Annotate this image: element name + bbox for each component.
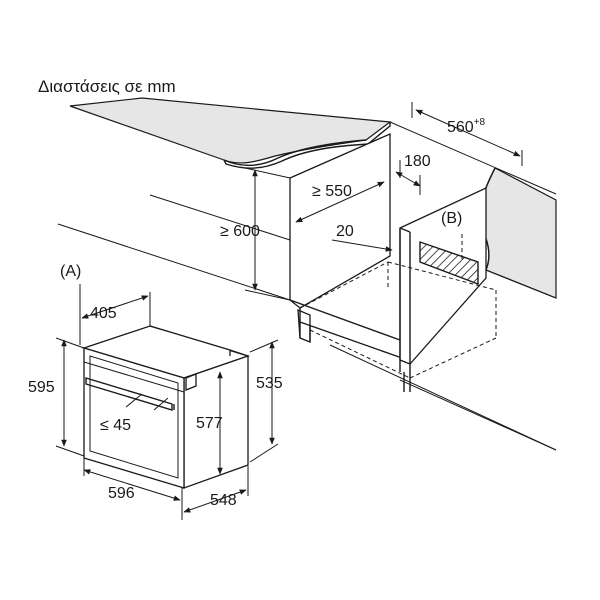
niche-cabinet: [289, 133, 403, 359]
label-b: (B): [441, 210, 462, 227]
niche-bottom-dashed: [299, 261, 497, 379]
dim-front-width: 596: [108, 485, 135, 502]
dim-side-gap: 20: [336, 223, 354, 240]
dim-niche-width: 560+8: [447, 117, 486, 136]
dim-side-height: 535: [256, 375, 283, 392]
diagram-title: Διαστάσεις σε mm: [38, 77, 176, 96]
dim-body-depth: 548: [210, 492, 237, 509]
dim-back-gap: 180: [404, 153, 431, 170]
oven: [81, 325, 251, 489]
dim-front-height: 595: [28, 379, 55, 396]
dim-niche-width-tolerance: +8: [474, 117, 486, 128]
dim-niche-depth: ≥ 550: [312, 183, 352, 200]
room-lines: [57, 194, 557, 451]
dim-niche-height: ≥ 600: [220, 223, 260, 240]
label-a: (A): [60, 263, 81, 280]
countertop: [69, 97, 392, 169]
dimension-lines: [55, 102, 523, 520]
dim-niche-width-base: 560: [447, 119, 474, 136]
dim-body-height: 577: [196, 415, 223, 432]
dim-handle-depth: ≤ 45: [100, 417, 131, 434]
ventilation-opening: [419, 234, 479, 286]
dim-front-depth: 405: [90, 305, 117, 322]
